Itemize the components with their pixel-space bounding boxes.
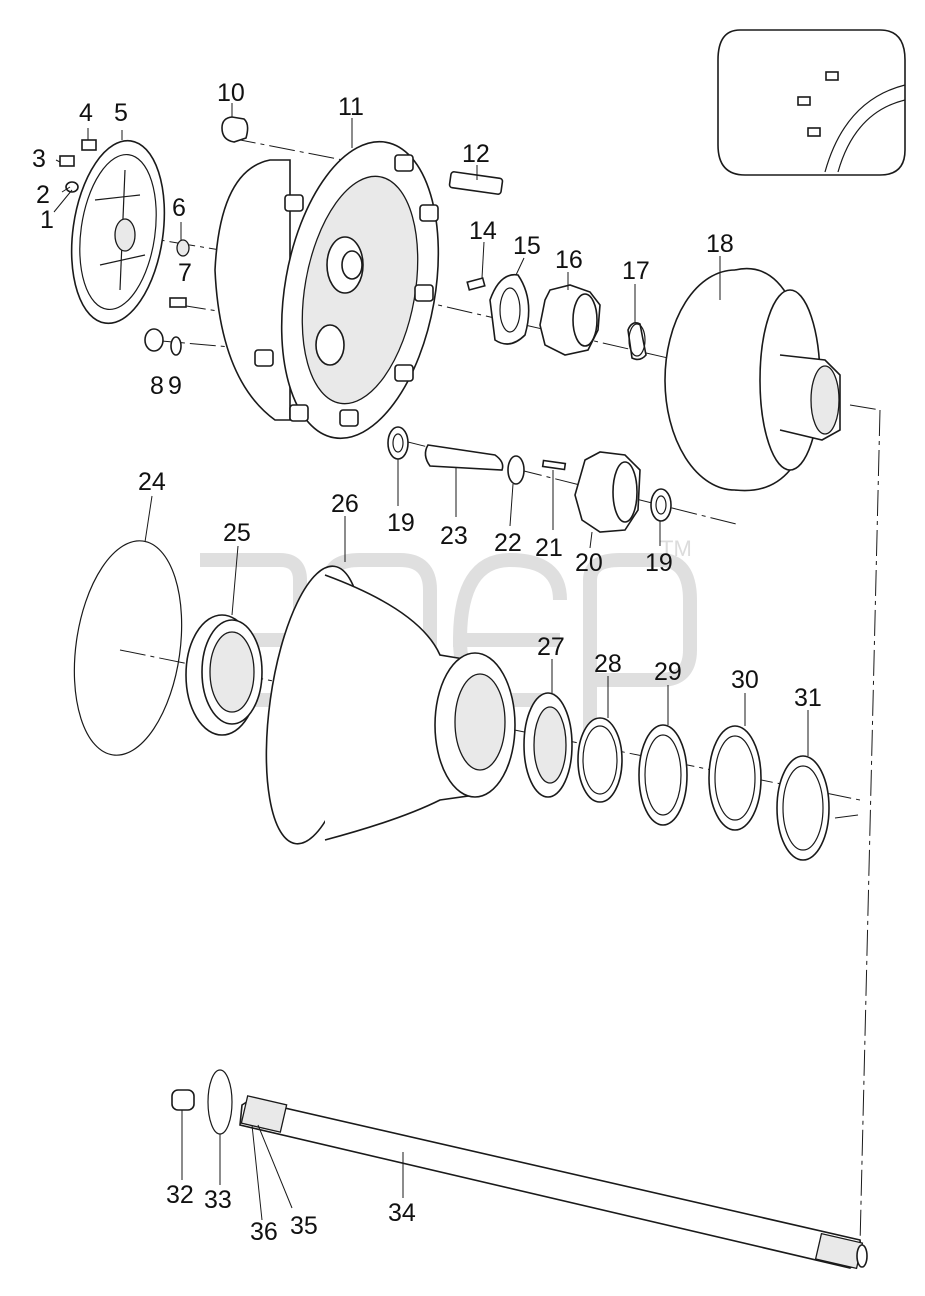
label-4: 4 [79, 99, 93, 127]
inset-bolt-1 [825, 71, 839, 81]
label-18: 18 [706, 230, 734, 258]
label-19a: 19 [387, 509, 415, 537]
leader-lines [53, 103, 809, 1221]
snap-ring-33 [207, 1069, 233, 1135]
ring-22 [507, 455, 525, 485]
detail-inset [717, 29, 906, 176]
label-14: 14 [469, 217, 497, 245]
axle-group [171, 1069, 868, 1270]
ring-31 [776, 755, 830, 861]
seal-6 [176, 239, 190, 257]
label-31: 31 [794, 684, 822, 712]
label-29: 29 [654, 658, 682, 686]
label-10: 10 [217, 79, 245, 107]
label-3: 3 [32, 145, 46, 173]
ring-28 [577, 717, 623, 803]
label-28: 28 [594, 650, 622, 678]
bearing-25 [185, 614, 263, 736]
label-15: 15 [513, 232, 541, 260]
label-26: 26 [331, 490, 359, 518]
label-33: 33 [204, 1186, 232, 1214]
bolt-7 [169, 297, 187, 308]
bolt-3 [59, 155, 75, 167]
label-17: 17 [622, 257, 650, 285]
ring-9 [170, 336, 182, 356]
label-5: 5 [114, 99, 128, 127]
label-23: 23 [440, 522, 468, 550]
inset-bolt-2 [797, 96, 811, 106]
inset-bolt-3 [807, 127, 821, 137]
washer-19b [650, 488, 672, 522]
plug-32 [171, 1089, 195, 1111]
washer-2 [65, 181, 79, 193]
watermark-tm: TM [660, 536, 692, 561]
hub-housing-26 [265, 565, 516, 845]
label-20: 20 [575, 549, 603, 577]
label-30: 30 [731, 666, 759, 694]
housing-11 [214, 140, 440, 440]
nut-10 [221, 116, 249, 143]
label-27: 27 [537, 633, 565, 661]
cover-plate-5 [70, 139, 166, 325]
label-24: 24 [138, 468, 166, 496]
label-34: 34 [388, 1199, 416, 1227]
label-32: 32 [166, 1181, 194, 1209]
label-16: 16 [555, 246, 583, 274]
label-12: 12 [462, 140, 490, 168]
spline-35 [240, 1095, 288, 1133]
label-11: 11 [338, 93, 364, 121]
pin-12 [448, 171, 504, 195]
label-7: 7 [178, 259, 192, 287]
callout-labels: 1 2 3 4 5 6 7 8 9 10 11 12 14 15 16 17 1… [32, 79, 822, 1246]
shaft-group [387, 426, 672, 533]
ring-29 [638, 724, 688, 826]
label-8: 8 [150, 372, 164, 400]
label-6: 6 [172, 194, 186, 222]
label-35: 35 [290, 1212, 318, 1240]
label-9: 9 [168, 372, 182, 400]
washer-19a [387, 426, 409, 460]
ring-17 [627, 322, 647, 361]
screw-14 [466, 277, 486, 291]
axle-shaft-34 [239, 1099, 863, 1269]
label-19b: 19 [645, 549, 673, 577]
label-1: 1 [40, 206, 54, 234]
label-22: 22 [494, 529, 522, 557]
retainer-15 [489, 273, 530, 345]
label-25: 25 [223, 519, 251, 547]
small-fasteners [59, 116, 504, 356]
drum-18 [664, 267, 841, 492]
bolt-4 [81, 139, 97, 151]
label-2: 2 [36, 181, 50, 209]
shaft-23 [424, 444, 504, 471]
label-36: 36 [250, 1218, 278, 1246]
ring-30 [708, 725, 762, 831]
gear-set-top [466, 273, 647, 361]
label-21: 21 [535, 534, 563, 562]
bearing-rings [523, 692, 830, 861]
o-ring-24 [73, 540, 183, 756]
key-21 [541, 459, 567, 471]
plug-8 [144, 328, 164, 352]
